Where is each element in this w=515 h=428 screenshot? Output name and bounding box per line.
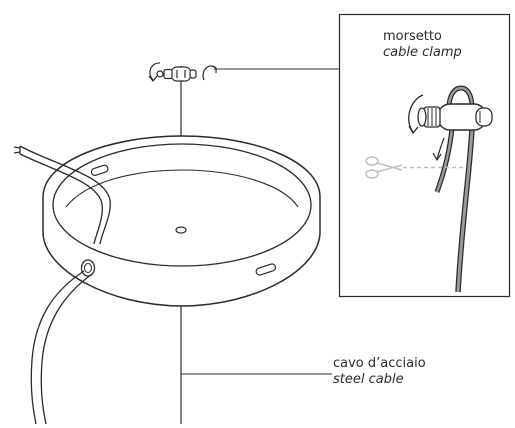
power-cable-outer	[30, 270, 93, 425]
steel-cable-label-primary: cavo d’acciaio	[333, 356, 426, 371]
clamp-label-primary: morsetto	[383, 29, 442, 44]
cable-clamp	[156, 66, 197, 82]
rotate-arrow-detail-icon	[408, 94, 424, 135]
rotate-arrow-left-icon	[148, 62, 161, 82]
pull-arrow-icon	[432, 137, 445, 162]
steel-cable-label-secondary: steel cable	[333, 372, 404, 387]
clamp-label: morsetto cable clamp	[383, 29, 462, 61]
detail-inset-frame	[338, 13, 511, 298]
clamp-label-secondary: cable clamp	[383, 45, 462, 60]
rotate-arrow-right-icon	[202, 65, 217, 81]
scissors-icon	[365, 156, 403, 179]
clamp-detail	[417, 85, 493, 293]
ceiling-canopy	[42, 135, 321, 307]
power-cable-inner	[13, 145, 111, 245]
steel-cable-label: cavo d’acciaio steel cable	[333, 356, 426, 388]
